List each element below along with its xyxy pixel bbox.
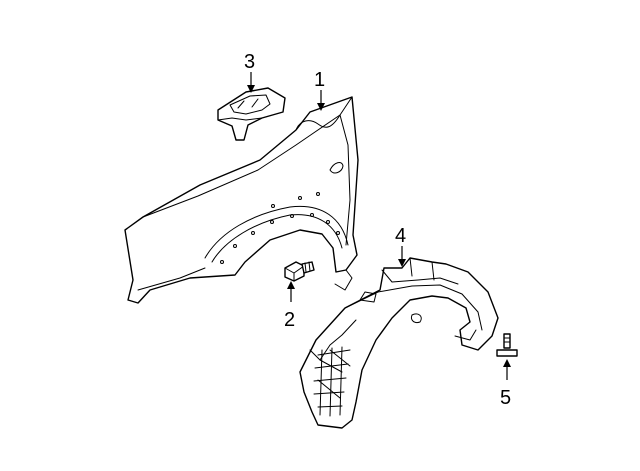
callout-2: 2 [284,309,295,331]
push-clip-part [496,333,518,357]
arrow-2 [287,281,295,302]
arrow-5 [503,359,511,380]
bolt-part [284,261,315,282]
callout-3: 3 [244,51,255,73]
arrow-4 [398,246,406,267]
fender-part [124,96,359,304]
fender-liner-part [299,257,499,429]
callout-1: 1 [314,69,325,91]
callout-5: 5 [500,387,511,409]
bracket-part [217,87,286,141]
arrow-3 [247,72,255,93]
callout-4: 4 [395,225,406,247]
arrow-1 [317,90,325,111]
